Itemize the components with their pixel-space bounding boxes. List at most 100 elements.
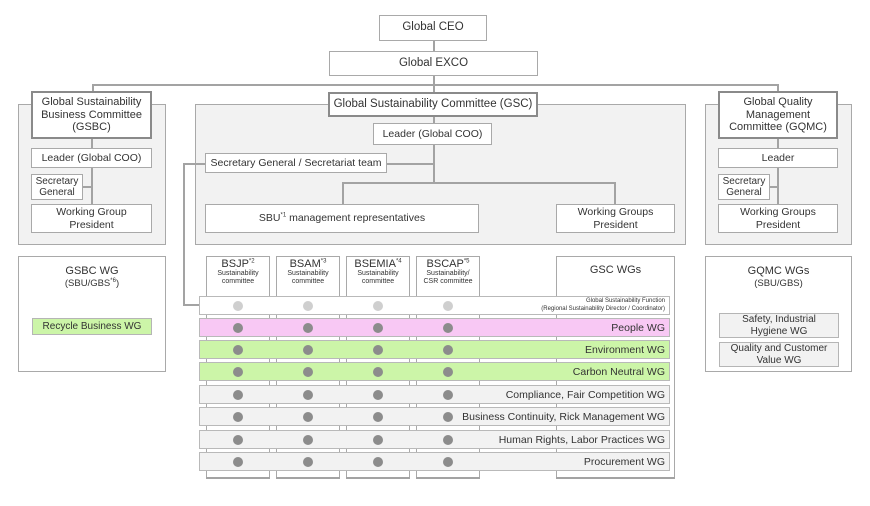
wg-row-label: Business Continuity, Rick Management WG [462,410,665,423]
participation-dot [373,457,383,467]
gqmc-secretary-box: Secretary General [718,174,770,200]
participation-dot [443,390,453,400]
gsc-leader: Leader (Global COO) [382,127,483,140]
gsc-leader-box: Leader (Global COO) [373,123,492,145]
gsc-title-box: Global Sustainability Committee (GSC) [328,92,538,117]
participation-dot [443,323,453,333]
participation-dot [303,412,313,422]
wg-row-label: Procurement WG [583,455,665,468]
gqmc-wg-safety: Safety, Industrial Hygiene WG [719,313,839,338]
sbu-bottom-3 [346,477,410,479]
participation-dot [443,435,453,445]
participation-dot [233,345,243,355]
sbu-committee-label: Sustainability committee [287,270,329,286]
gsbc-title: Global Sustainability Business Committee… [41,96,142,134]
participation-dot [233,390,243,400]
wg-row-label: Compliance, Fair Competition WG [505,388,665,401]
wg-row: Business Continuity, Rick Management WG [199,407,670,426]
gsbc-wg-subtitle: (SBU/GBS*6) [64,278,120,290]
connector-horizontal-top [92,84,778,86]
gsbc-wg-president: Working Group President [56,206,127,231]
participation-dot [303,435,313,445]
sbu-committee-label: Sustainability committee [217,270,259,286]
gqmc-wg-subtitle: (SBU/GBS) [754,278,803,289]
gqmc-wg-title: GQMC WGs [747,265,810,277]
sbu-name: BSJP*2 [221,258,255,270]
sbu-committee-label: Sustainability/ CSR committee [423,270,473,286]
gsc-connector-sbu [342,182,344,204]
connector-to-gsbc [92,84,94,92]
gsc-connector-wgp [614,182,616,204]
participation-dot [443,412,453,422]
sbu-name: BSAM*3 [289,258,327,270]
gsbc-title-box: Global Sustainability Business Committee… [31,91,152,139]
wg-row-label: People WG [611,321,665,334]
gqmc-title-box: Global Quality Management Committee (GQM… [718,91,838,139]
gsc-connector-sec [386,163,434,165]
global-sustainability-function-row: Global Sustainability Function (Regional… [199,296,670,315]
participation-dot [303,345,313,355]
gqmc-leader-box: Leader [718,148,838,168]
sbu-bottom-5 [556,477,675,479]
gqmc-connector-sec [769,186,778,188]
global-ceo-label: Global CEO [402,21,464,34]
participation-dot [303,323,313,333]
wg-row: Procurement WG [199,452,670,471]
gsc-title: Global Sustainability Committee (GSC) [333,97,533,110]
wg-row: People WG [199,318,670,337]
participation-dot [373,390,383,400]
gsbc-wg-president-box: Working Group President [31,204,152,233]
gsc-sbu-rep-box: SBU*1 management representatives [205,204,479,233]
function-row-label: Global Sustainability Function (Regional… [541,298,665,312]
sbu-committee-label: Sustainability committee [357,270,399,286]
gqmc-wg-quality-label: Quality and Customer Value WG [730,343,828,366]
participation-dot [443,457,453,467]
participation-dot [233,301,243,311]
gsbc-secretary: Secretary General [35,175,79,199]
gsbc-secretary-box: Secretary General [31,174,83,200]
gsc-connector-1 [433,117,435,123]
secretariat-bracket-h1 [183,163,205,165]
connector-to-gqmc [777,84,779,92]
participation-dot [303,367,313,377]
participation-dot [373,367,383,377]
gsc-connector-branch [342,182,615,184]
gsc-secretariat: Secretary General / Secretariat team [210,156,382,169]
gqmc-wg-panel: GQMC WGs (SBU/GBS) Safety, Industrial Hy… [705,256,852,372]
wg-row: Compliance, Fair Competition WG [199,385,670,404]
participation-dot [233,412,243,422]
participation-dot [233,457,243,467]
wg-row: Environment WG [199,340,670,359]
gsbc-wg-panel: GSBC WG (SBU/GBS*6) Recycle Business WG [18,256,166,372]
gsbc-connector-sec [82,186,92,188]
wg-row-label: Carbon Neutral WG [572,365,665,378]
gqmc-connector-1 [777,139,779,148]
wg-row-label: Human Rights, Labor Practices WG [498,433,665,446]
global-ceo-box: Global CEO [379,15,487,41]
sbu-name: BSEMIA*4 [354,258,402,270]
gqmc-wg-quality: Quality and Customer Value WG [719,342,839,367]
wg-row: Carbon Neutral WG [199,362,670,381]
secretariat-bracket-h2 [183,304,200,306]
gsc-wg-president: Working Groups President [577,206,654,231]
sbu-bottom-4 [416,477,480,479]
participation-dot [373,412,383,422]
gsbc-wg-title: GSBC WG [65,265,119,277]
participation-dot [373,301,383,311]
gqmc-wg-safety-label: Safety, Industrial Hygiene WG [742,314,816,337]
sbu-bottom-1 [206,477,270,479]
participation-dot [373,435,383,445]
gqmc-secretary: Secretary General [722,175,766,199]
gsbc-leader-box: Leader (Global COO) [31,148,152,168]
sbu-name: BSCAP*5 [426,258,470,270]
participation-dot [233,323,243,333]
gqmc-leader: Leader [761,151,795,164]
participation-dot [443,345,453,355]
participation-dot [233,367,243,377]
global-exco-label: Global EXCO [398,56,469,69]
connector-ceo-exco [433,40,435,51]
